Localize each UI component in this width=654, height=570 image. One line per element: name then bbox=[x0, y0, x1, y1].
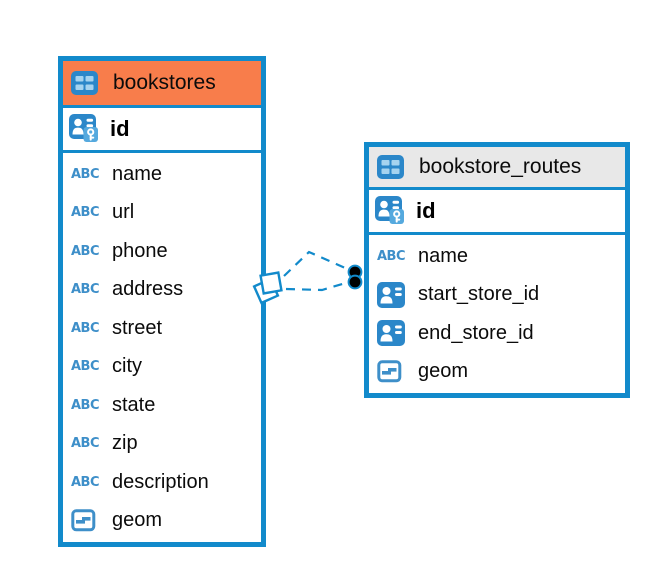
abc-glyph: ABC bbox=[71, 359, 100, 375]
abc-glyph: ABC bbox=[71, 474, 100, 490]
text-type-icon: ABC bbox=[71, 282, 104, 297]
column-name: phone bbox=[112, 239, 168, 262]
text-type-icon: ABC bbox=[71, 205, 104, 220]
abc-glyph: ABC bbox=[71, 397, 100, 413]
relationship-line-start-store[interactable] bbox=[283, 250, 353, 277]
column-name: zip bbox=[112, 432, 138, 455]
abc-glyph: ABC bbox=[377, 248, 406, 264]
relationship-many-marker[interactable] bbox=[252, 271, 283, 305]
column-row[interactable]: ABC description bbox=[63, 463, 261, 502]
table-title: bookstores bbox=[113, 71, 216, 94]
table-title: bookstore_routes bbox=[419, 155, 582, 178]
primary-key-icon bbox=[375, 196, 408, 226]
column-row[interactable]: ABC state bbox=[63, 386, 261, 425]
abc-glyph: ABC bbox=[71, 205, 100, 221]
column-name: city bbox=[112, 355, 142, 378]
column-name: end_store_id bbox=[418, 321, 534, 344]
column-name: description bbox=[112, 470, 209, 493]
column-name: state bbox=[112, 393, 156, 416]
column-name: name bbox=[112, 162, 163, 185]
geometry-type-icon bbox=[377, 360, 410, 383]
primary-key-icon bbox=[69, 114, 102, 144]
table-bookstores-header[interactable]: bookstores bbox=[63, 61, 261, 108]
table-bookstore-routes-header[interactable]: bookstore_routes bbox=[369, 147, 625, 190]
text-type-icon: ABC bbox=[71, 321, 104, 336]
column-name: name bbox=[418, 244, 469, 267]
text-type-icon: ABC bbox=[71, 436, 104, 451]
column-row[interactable]: ABC address bbox=[63, 271, 261, 310]
geometry-type-icon bbox=[71, 509, 104, 532]
abc-glyph: ABC bbox=[71, 243, 100, 259]
text-type-icon: ABC bbox=[71, 244, 104, 259]
column-name: url bbox=[112, 201, 135, 224]
column-row[interactable]: ABC name bbox=[369, 237, 625, 276]
abc-glyph: ABC bbox=[71, 436, 100, 452]
reference-type-icon bbox=[377, 281, 410, 308]
column-row[interactable]: geom bbox=[63, 502, 261, 541]
column-name: start_store_id bbox=[418, 283, 540, 306]
column-name: address bbox=[112, 278, 184, 301]
column-row-pk[interactable]: id bbox=[63, 108, 261, 153]
column-row[interactable]: ABC name bbox=[63, 155, 261, 194]
column-name: geom bbox=[418, 360, 469, 383]
text-type-icon: ABC bbox=[71, 475, 104, 490]
relationship-line-end-store[interactable] bbox=[285, 280, 350, 292]
column-row[interactable]: end_store_id bbox=[369, 314, 625, 353]
column-list: ABC name start_store_id end_store_id geom bbox=[369, 235, 625, 393]
column-name: geom bbox=[112, 509, 163, 532]
reference-type-icon bbox=[377, 320, 410, 347]
column-row[interactable]: start_store_id bbox=[369, 276, 625, 315]
abc-glyph: ABC bbox=[71, 320, 100, 336]
column-row[interactable]: ABC phone bbox=[63, 232, 261, 271]
column-row[interactable]: ABC street bbox=[63, 309, 261, 348]
column-name: id bbox=[110, 116, 130, 141]
abc-glyph: ABC bbox=[71, 166, 100, 182]
text-type-icon: ABC bbox=[71, 359, 104, 374]
column-row[interactable]: ABC city bbox=[63, 348, 261, 387]
abc-glyph: ABC bbox=[71, 282, 100, 298]
column-row[interactable]: geom bbox=[369, 353, 625, 392]
table-icon bbox=[377, 155, 410, 179]
text-type-icon: ABC bbox=[377, 249, 410, 264]
relationship-one-endpoint[interactable] bbox=[347, 274, 363, 290]
text-type-icon: ABC bbox=[71, 167, 104, 182]
table-icon bbox=[71, 71, 104, 95]
column-row-pk[interactable]: id bbox=[369, 190, 625, 235]
column-row[interactable]: ABC zip bbox=[63, 425, 261, 464]
column-name: id bbox=[416, 198, 436, 223]
text-type-icon: ABC bbox=[71, 398, 104, 413]
column-name: street bbox=[112, 316, 163, 339]
column-row[interactable]: ABC url bbox=[63, 194, 261, 233]
